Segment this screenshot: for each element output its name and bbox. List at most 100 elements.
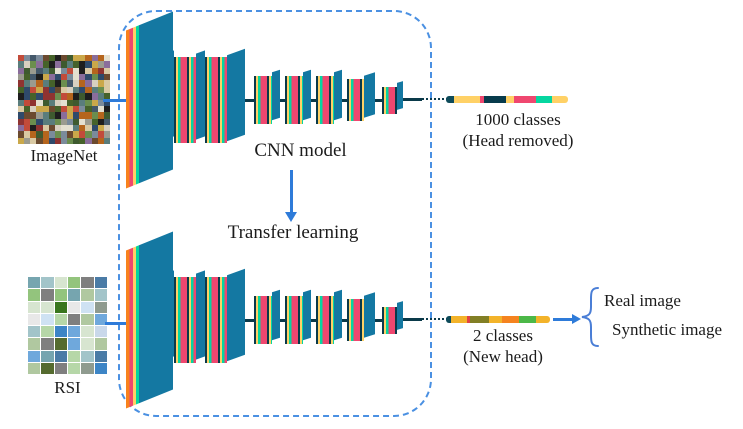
mosaic-tile: [94, 350, 107, 362]
mosaic-tile: [73, 55, 80, 62]
mosaic-tile: [79, 93, 86, 100]
mosaic-tile: [91, 55, 98, 62]
imagenet-caption: ImageNet: [30, 146, 98, 165]
mosaic-tile: [94, 338, 107, 350]
mosaic-tile: [54, 362, 67, 374]
mosaic-tile: [91, 74, 98, 81]
layer-stripes: [316, 76, 334, 124]
mosaic-tile: [42, 105, 49, 113]
layer-depth-face: [272, 289, 280, 341]
mosaic-tile: [54, 326, 67, 338]
mosaic-tile: [67, 80, 74, 87]
layer-stripes: [285, 76, 303, 124]
mosaic-tile: [81, 277, 94, 289]
mosaic-tile: [24, 131, 31, 138]
mosaic-tile: [85, 61, 92, 68]
mosaic-tile: [18, 74, 25, 81]
mosaic-tile: [60, 124, 68, 132]
mosaic-tile: [54, 350, 67, 362]
mosaic-tile: [67, 289, 81, 301]
mosaic-tile: [103, 105, 110, 113]
layer-depth-face: [364, 72, 375, 118]
mosaic-tile: [42, 137, 49, 144]
layer-stripes: [174, 57, 196, 143]
layer-connector: [342, 98, 347, 102]
mosaic-tile: [54, 55, 61, 62]
mosaic-tile: [28, 277, 41, 289]
mosaic-tile: [94, 362, 107, 374]
feature-bar-segment: [514, 96, 536, 103]
mosaic-tile: [79, 67, 86, 75]
mosaic-tile: [48, 80, 55, 87]
dotted-line-top: [418, 98, 448, 100]
mosaic-tile: [24, 124, 31, 132]
transfer-down-arrow-icon: [290, 170, 293, 213]
mosaic-tile: [54, 301, 67, 313]
mosaic-tile: [60, 131, 68, 138]
feature-bar-segment: [502, 316, 519, 323]
mosaic-tile: [42, 93, 49, 100]
cnn-input-layer: [126, 11, 173, 189]
mosaic-tile: [41, 326, 54, 338]
mosaic-tile: [85, 105, 92, 113]
mosaic-tile: [85, 80, 92, 87]
imagenet-input-arrow-icon: [103, 99, 133, 102]
mosaic-tile: [103, 61, 110, 68]
mosaic-tile: [30, 67, 37, 75]
mosaic-tile: [30, 55, 37, 62]
mosaic-tile: [42, 55, 49, 62]
layer-stripes: [126, 245, 139, 409]
mosaic-tile: [18, 112, 25, 119]
mosaic-tile: [103, 80, 110, 87]
mosaic-tile: [97, 93, 104, 100]
mosaic-tile: [42, 124, 49, 132]
mosaic-tile: [18, 55, 25, 62]
mosaic-tile: [85, 112, 92, 119]
mosaic-tile: [48, 93, 55, 100]
mosaic-tile: [54, 99, 61, 106]
feature-bar-segment: [536, 96, 552, 103]
mosaic-tile: [30, 131, 37, 138]
mosaic-tile: [73, 93, 80, 100]
mosaic-tile: [79, 124, 86, 132]
mosaic-tile: [81, 326, 94, 338]
feature-bar-segment: [446, 96, 454, 103]
mosaic-tile: [91, 86, 98, 94]
mosaic-tile: [60, 61, 68, 68]
mosaic-tile: [73, 99, 80, 106]
mosaic-tile: [60, 55, 68, 62]
feature-bar-segment: [506, 96, 514, 103]
mosaic-tile: [24, 74, 31, 81]
layer-depth-face: [196, 50, 205, 140]
layer-stripes: [347, 79, 364, 121]
mosaic-tile: [54, 74, 61, 81]
layer-connector: [375, 98, 382, 102]
mosaic-tile: [48, 112, 55, 119]
mosaic-tile: [79, 86, 86, 94]
mosaic-tile: [91, 67, 98, 75]
mosaic-tile: [30, 86, 37, 94]
mosaic-tile: [30, 74, 37, 81]
mosaic-tile: [67, 118, 74, 125]
layer-stripes: [382, 86, 397, 114]
cnn-layer-stack: [174, 270, 205, 363]
cnn-layer-stack: [347, 292, 375, 341]
cnn-layer-stack: [347, 72, 375, 121]
mosaic-tile: [85, 124, 92, 132]
mosaic-tile: [67, 61, 74, 68]
mosaic-tile: [91, 112, 98, 119]
mosaic-tile: [97, 137, 104, 144]
feature-bar-segment: [451, 316, 467, 323]
mosaic-tile: [54, 313, 67, 325]
rsi-caption: RSI: [54, 378, 81, 397]
mosaic-tile: [36, 137, 43, 144]
mosaic-tile: [41, 362, 54, 374]
mosaic-tile: [54, 289, 67, 301]
mosaic-tile: [60, 93, 68, 100]
rsi-input-arrow-icon: [105, 322, 133, 325]
mosaic-tile: [28, 350, 41, 362]
mosaic-tile: [28, 362, 41, 374]
layer-connector: [280, 318, 285, 322]
mosaic-tile: [41, 350, 54, 362]
mosaic-tile: [28, 326, 41, 338]
